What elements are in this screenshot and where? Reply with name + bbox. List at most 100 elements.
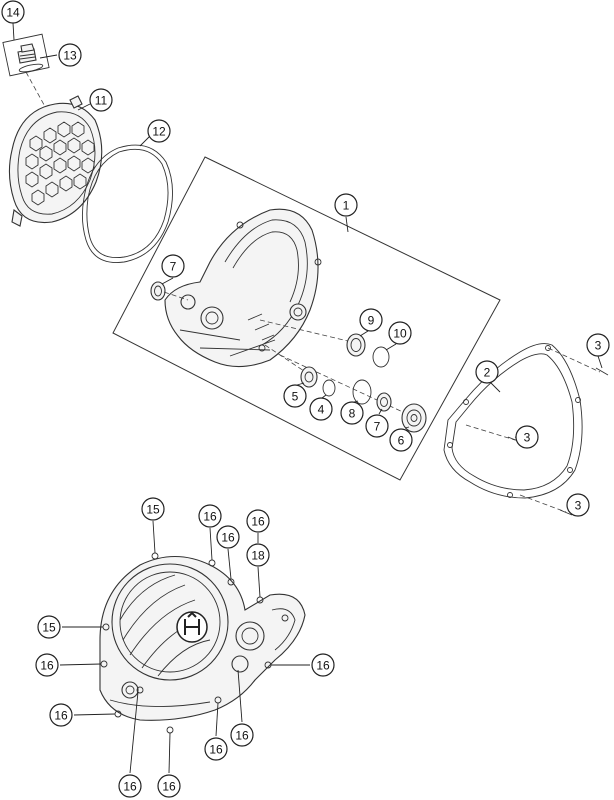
callout-circle: [311, 653, 335, 677]
callout-number: 1: [343, 199, 350, 213]
callout-18: 18: [246, 543, 270, 567]
callout-16: 16: [246, 509, 270, 533]
circlip-small-part: [321, 379, 336, 399]
seal-lower-part: [376, 392, 392, 415]
callout-number: 3: [524, 431, 531, 445]
callout-15: 15: [141, 497, 165, 521]
callout-7: 7: [161, 254, 185, 278]
callout-number: 18: [251, 549, 265, 563]
callout-circle: [334, 193, 358, 217]
callout-circle: [1, 0, 25, 24]
callout-13: 13: [58, 43, 82, 67]
callout-circle: [198, 504, 222, 528]
callout-circle: [566, 493, 590, 517]
callout-circle: [309, 397, 333, 421]
inner-clutch-cover-part: [164, 208, 322, 368]
callout-number: 16: [316, 659, 330, 673]
callout-number: 15: [146, 503, 160, 517]
callout-number: 6: [398, 434, 405, 448]
callout-circle: [340, 401, 364, 425]
callout-circle: [475, 360, 499, 384]
callout-16: 16: [198, 504, 222, 528]
callout-8: 8: [340, 401, 364, 425]
callout-11: 11: [89, 88, 113, 112]
callout-circle: [161, 254, 185, 278]
callout-16: 16: [230, 723, 254, 747]
clutch-cover-gasket-part: [443, 343, 583, 499]
callout-circle: [37, 615, 61, 639]
callout-10: 10: [388, 321, 412, 345]
callout-number: 16: [40, 659, 54, 673]
hex-mesh-pattern: [25, 121, 95, 206]
callout-number: 7: [374, 420, 381, 434]
husqvarna-logo-icon: [176, 611, 208, 643]
callout-circle: [157, 774, 181, 798]
callout-number: 14: [6, 6, 20, 20]
callout-circle: [515, 425, 539, 449]
callout-16: 16: [216, 525, 240, 549]
retaining-ring-part: [352, 379, 372, 405]
callout-number: 16: [54, 709, 68, 723]
callout-circle: [204, 737, 228, 761]
outer-clutch-cover-part: [8, 95, 103, 227]
callout-9: 9: [359, 308, 383, 332]
callout-circle: [359, 308, 383, 332]
outer-cover-gasket-part: [81, 135, 173, 263]
o-ring-part: [18, 54, 58, 113]
callout-3: 3: [566, 493, 590, 517]
callout-number: 5: [292, 390, 299, 404]
callout-7: 7: [365, 414, 389, 438]
bearing-lower-part: [401, 403, 427, 433]
shaft-seal-part: [296, 366, 318, 388]
callout-number: 16: [203, 510, 217, 524]
callout-circle: [365, 414, 389, 438]
callout-16: 16: [49, 703, 73, 727]
callout-circle: [283, 384, 307, 408]
callout-15: 15: [37, 615, 61, 639]
callout-4: 4: [309, 397, 333, 421]
callout-number: 9: [368, 314, 375, 328]
callout-number: 7: [170, 260, 177, 274]
callout-14: 14: [1, 0, 25, 24]
callout-circle: [246, 509, 270, 533]
callout-number: 11: [95, 94, 108, 108]
callout-number: 3: [595, 339, 602, 353]
callout-circle: [118, 774, 142, 798]
callout-number: 8: [349, 407, 356, 421]
bearing-upper-part: [346, 330, 369, 357]
callout-number: 16: [235, 729, 249, 743]
callout-5: 5: [283, 384, 307, 408]
callout-number: 4: [318, 403, 325, 417]
clutch-cover-assembly-frame: [112, 156, 501, 481]
callout-circle: [216, 525, 240, 549]
callout-circle: [586, 333, 610, 357]
callout-circle: [35, 653, 59, 677]
callout-circle: [147, 119, 171, 143]
callout-16: 16: [118, 774, 142, 798]
callout-3: 3: [515, 425, 539, 449]
circlip-upper-part: [372, 343, 397, 368]
callout-circle: [58, 43, 82, 67]
callout-number: 3: [575, 499, 582, 513]
callout-16: 16: [157, 774, 181, 798]
callout-number: 15: [42, 621, 56, 635]
callout-number: 10: [393, 327, 407, 341]
callout-circle: [141, 497, 165, 521]
callout-3: 3: [586, 333, 610, 357]
callout-number: 16: [209, 743, 223, 757]
callout-1: 1: [334, 193, 358, 217]
callout-16: 16: [35, 653, 59, 677]
callout-number: 13: [63, 49, 77, 63]
callout-number: 16: [251, 515, 265, 529]
callout-circle: [389, 428, 413, 452]
callout-number: 16: [162, 780, 176, 794]
callout-circle: [246, 543, 270, 567]
filler-plug-part: [2, 22, 50, 77]
callout-number: 16: [123, 780, 137, 794]
callout-circle: [49, 703, 73, 727]
callout-number: 12: [152, 125, 166, 139]
callout-12: 12: [147, 119, 171, 143]
callout-circle: [89, 88, 113, 112]
